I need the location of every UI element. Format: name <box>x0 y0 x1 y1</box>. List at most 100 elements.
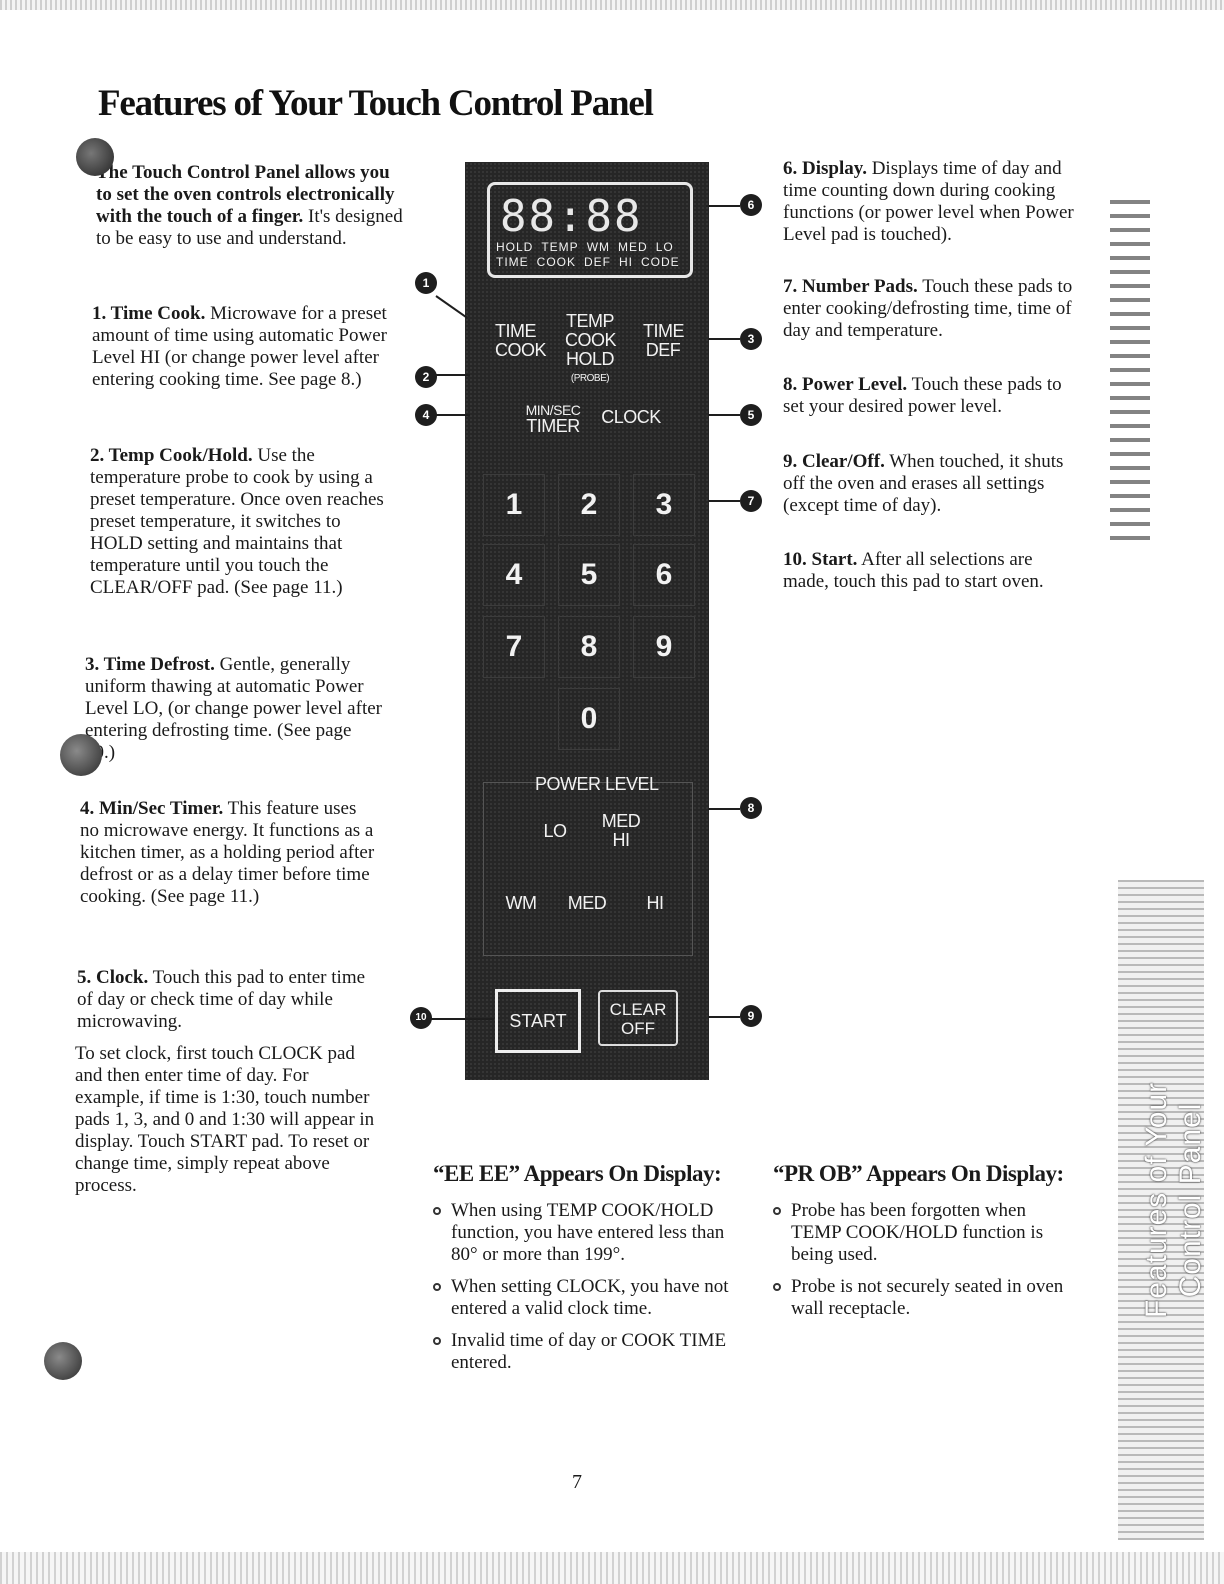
list-item: When setting CLOCK, you have not entered… <box>433 1276 753 1320</box>
indicator-time: TIME <box>496 255 529 269</box>
leader-line-7 <box>708 500 740 502</box>
power-wm-pad: WM <box>505 893 537 913</box>
scan-bottom-band <box>0 1552 1224 1584</box>
display-digits: 88:88 <box>500 191 643 242</box>
leader-line-2 <box>434 374 470 376</box>
pad-line: COOK <box>565 330 617 350</box>
feature-number-pads: 7. Number Pads. Touch these pads to ente… <box>783 276 1083 342</box>
indicator-cook: COOK <box>536 255 577 269</box>
clock-pad: CLOCK <box>601 407 661 427</box>
power-hi-pad: HI <box>646 893 665 913</box>
number-pad-5: 5 <box>558 544 620 606</box>
callout-7: 7 <box>740 490 762 512</box>
pad-line: DEF <box>645 340 681 360</box>
list-item: Invalid time of day or COOK TIME entered… <box>433 1330 753 1374</box>
feature-text: Displays time of day and time counting d… <box>783 158 1074 245</box>
feature-heading: 2. Temp Cook/Hold. <box>90 445 253 466</box>
drop-cap-ornament <box>76 138 114 176</box>
indicator-temp: TEMP <box>541 240 579 254</box>
indicator-wm: WM <box>586 240 611 254</box>
pad-line: TEMP <box>565 311 615 331</box>
power-level-label: POWER LEVEL <box>535 774 659 794</box>
pad-line: CLEAR <box>609 1000 667 1019</box>
leader-line-6 <box>706 205 740 207</box>
feature-heading: 3. Time Defrost. <box>85 654 215 675</box>
feature-text: Touch this pad to enter time of day or c… <box>77 967 366 1032</box>
indicator-med: MED <box>618 240 648 254</box>
pad-line: MIN/SEC <box>525 402 581 418</box>
pad-line: HI <box>612 830 631 850</box>
feature-heading: 6. Display. <box>783 158 867 179</box>
callout-5: 5 <box>740 404 762 426</box>
feature-heading: 5. Clock. <box>77 967 149 988</box>
pad-line: HOLD <box>565 349 615 369</box>
margin-tab-marks <box>1110 200 1150 540</box>
ee-bullet-list: When using TEMP COOK/HOLD function, you … <box>433 1200 753 1384</box>
feature-time-defrost: 3. Time Defrost. Gentle, generally unifo… <box>85 654 385 764</box>
feature-clock: 5. Clock. Touch this pad to enter time o… <box>77 967 377 1033</box>
callout-1: 1 <box>415 272 437 294</box>
prob-bullet-list: Probe has been forgotten when TEMP COOK/… <box>773 1200 1073 1330</box>
ee-heading: “EE EE” Appears On Display: <box>433 1161 722 1186</box>
start-pad: START <box>495 989 581 1053</box>
page-number: 7 <box>572 1471 582 1493</box>
leader-line-4 <box>434 414 470 416</box>
feature-text: This feature uses no microwave energy. I… <box>80 798 375 907</box>
leader-line-9 <box>708 1016 740 1018</box>
number-pad-8: 8 <box>558 616 620 678</box>
number-pad-2: 2 <box>558 474 620 536</box>
feature-time-cook: 1. Time Cook. Microwave for a preset amo… <box>92 303 392 391</box>
number-pad-9: 9 <box>633 616 695 678</box>
clock-instructions: To set clock, first touch CLOCK pad and … <box>75 1043 375 1196</box>
callout-4: 4 <box>415 404 437 426</box>
feature-text: Use the temperature probe to cook by usi… <box>90 445 384 598</box>
indicator-lo: LO <box>655 240 674 254</box>
feature-display: 6. Display. Displays time of day and tim… <box>783 158 1083 246</box>
feature-clear-off: 9. Clear/Off. When touched, it shuts off… <box>783 451 1083 517</box>
leader-line-10 <box>430 1018 494 1020</box>
callout-9: 9 <box>740 1005 762 1027</box>
pad-line: TIME <box>643 321 685 341</box>
side-tab-label: Features of Your Control Panel <box>1140 1081 1207 1319</box>
feature-power-level: 8. Power Level. Touch these pads to set … <box>783 374 1083 418</box>
probe-label: (PROBE) <box>570 373 610 384</box>
power-level-group <box>483 782 693 956</box>
leader-line-8 <box>708 808 740 810</box>
number-pad-1: 1 <box>483 474 545 536</box>
leader-line-1 <box>435 295 468 319</box>
pad-line: MED <box>601 811 641 831</box>
page-edge-tab <box>1118 880 1204 1540</box>
number-pad-4: 4 <box>483 544 545 606</box>
feature-heading: 1. Time Cook. <box>92 303 206 324</box>
scan-top-band <box>0 0 1224 10</box>
feature-text: Touch these pads to set your desired pow… <box>783 374 1062 417</box>
list-item: Probe has been forgotten when TEMP COOK/… <box>773 1200 1073 1266</box>
punch-hole <box>60 734 102 776</box>
list-item: When using TEMP COOK/HOLD function, you … <box>433 1200 753 1266</box>
indicator-def: DEF <box>584 255 612 269</box>
callout-10: 10 <box>410 1007 432 1029</box>
page-title: Features of Your Touch Control Panel <box>98 83 654 124</box>
callout-3: 3 <box>740 328 762 350</box>
feature-text: Microwave for a preset amount of time us… <box>92 303 387 390</box>
pad-line: TIME <box>495 321 537 341</box>
prob-heading: “PR OB” Appears On Display: <box>773 1161 1064 1186</box>
leader-line-5 <box>708 414 740 416</box>
power-lo-pad: LO <box>543 821 567 841</box>
intro-lead: The Touch Control Panel allows you to se… <box>96 162 395 227</box>
pad-line: COOK <box>495 340 547 360</box>
pad-line: OFF <box>621 1019 655 1038</box>
feature-heading: 4. Min/Sec Timer. <box>80 798 224 819</box>
feature-text: Touch these pads to enter cooking/defros… <box>783 276 1073 341</box>
number-pad-3: 3 <box>633 474 695 536</box>
power-med-pad: MED <box>567 893 607 913</box>
callout-8: 8 <box>740 797 762 819</box>
